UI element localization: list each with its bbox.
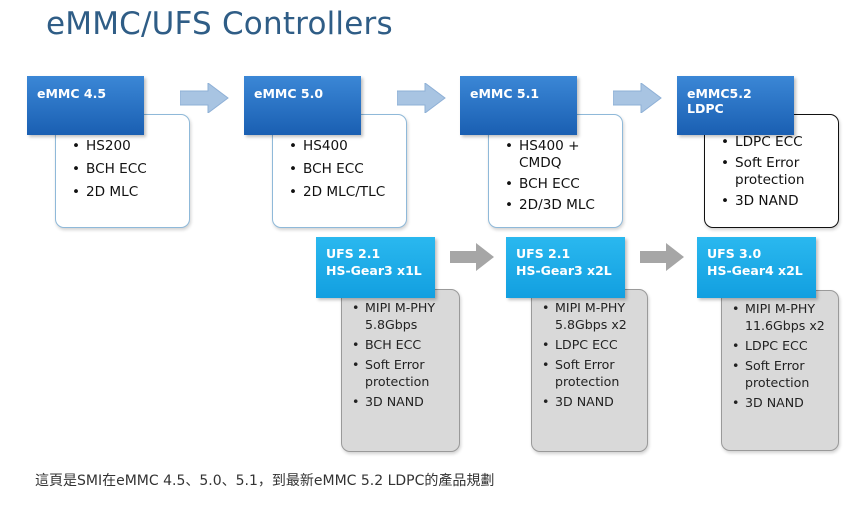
- feature-item: 3D NAND: [352, 393, 453, 410]
- feature-item: Soft Error protection: [721, 155, 830, 189]
- ufs-2-1-x2l-feature-box: MIPI M-PHY 5.8Gbps x2 LDPC ECC Soft Erro…: [531, 289, 648, 452]
- ufs-version-label: UFS 2.1: [516, 246, 571, 261]
- feature-item: BCH ECC: [352, 336, 453, 353]
- ufs-2-1-x2l-header: UFS 2.1 HS-Gear3 x2L: [506, 237, 625, 298]
- emmc-4-5-header: eMMC 4.5: [27, 76, 144, 135]
- emmc-5-0-header: eMMC 5.0: [244, 76, 361, 135]
- feature-item: Soft Error protection: [542, 356, 641, 390]
- feature-item: MIPI M-PHY 11.6Gbps x2: [732, 300, 832, 334]
- feature-item: 2D MLC/TLC: [289, 184, 398, 201]
- ufs-3-0-x2l-header: UFS 3.0 HS-Gear4 x2L: [697, 237, 816, 298]
- slide-title: eMMC/UFS Controllers: [46, 6, 393, 42]
- ufs-2-1-x1l-feature-box: MIPI M-PHY 5.8Gbps BCH ECC Soft Error pr…: [341, 289, 460, 452]
- feature-item: 3D NAND: [542, 393, 641, 410]
- feature-item: BCH ECC: [72, 161, 181, 178]
- slide: eMMC/UFS Controllers HS200 BCH ECC 2D ML…: [0, 0, 853, 455]
- arrow-right-icon: [180, 83, 229, 113]
- feature-item: Soft Error protection: [352, 356, 453, 390]
- feature-item: LDPC ECC: [721, 134, 830, 151]
- ufs-3-0-x2l-feature-box: MIPI M-PHY 11.6Gbps x2 LDPC ECC Soft Err…: [721, 290, 839, 451]
- feature-item: HS400: [289, 138, 398, 155]
- ufs-version-label: UFS 3.0: [707, 246, 762, 261]
- emmc-5-2-ldpc-header: eMMC5.2 LDPC: [677, 76, 794, 135]
- feature-item: HS200: [72, 138, 181, 155]
- arrow-right-icon: [397, 83, 446, 113]
- emmc-5-1-header: eMMC 5.1: [460, 76, 577, 135]
- arrow-right-icon: [613, 83, 662, 113]
- feature-item: MIPI M-PHY 5.8Gbps: [352, 299, 453, 333]
- ufs-version-label: UFS 2.1: [326, 246, 381, 261]
- feature-item: BCH ECC: [289, 161, 398, 178]
- feature-item: BCH ECC: [505, 176, 614, 193]
- feature-item: MIPI M-PHY 5.8Gbps x2: [542, 299, 641, 333]
- feature-item: Soft Error protection: [732, 357, 832, 391]
- arrow-right-icon: [640, 243, 684, 271]
- ufs-gear-label: HS-Gear3 x2L: [516, 263, 612, 278]
- ufs-gear-label: HS-Gear3 x1L: [326, 263, 422, 278]
- ufs-gear-label: HS-Gear4 x2L: [707, 263, 803, 278]
- feature-item: 2D/3D MLC: [505, 197, 614, 214]
- feature-item: LDPC ECC: [542, 336, 641, 353]
- ufs-2-1-x1l-header: UFS 2.1 HS-Gear3 x1L: [316, 237, 435, 298]
- feature-item: 3D NAND: [721, 193, 830, 210]
- feature-item: 3D NAND: [732, 394, 832, 411]
- feature-item: LDPC ECC: [732, 337, 832, 354]
- arrow-right-icon: [450, 243, 494, 271]
- feature-item: HS400 + CMDQ: [505, 138, 614, 172]
- caption-text: 這頁是SMI在eMMC 4.5、5.0、5.1，到最新eMMC 5.2 LDPC…: [35, 473, 495, 489]
- feature-item: 2D MLC: [72, 184, 181, 201]
